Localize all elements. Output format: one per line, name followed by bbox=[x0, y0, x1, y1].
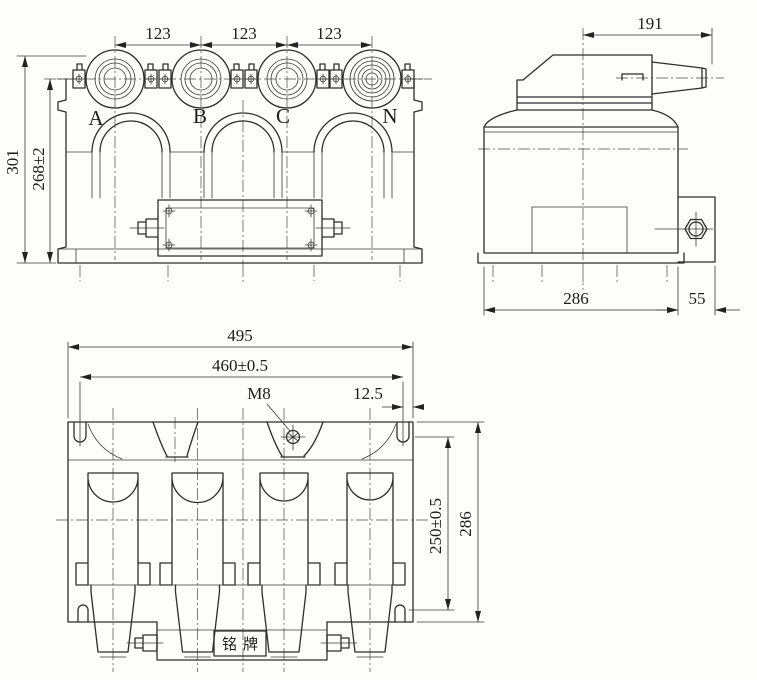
nameplate-text: 铭牌 bbox=[222, 636, 264, 653]
terminal-box-outline bbox=[137, 199, 343, 257]
bottom-center-lines bbox=[56, 408, 428, 672]
front-center-lines bbox=[44, 36, 432, 282]
terminal-box bbox=[129, 199, 351, 257]
front-arch-legs bbox=[65, 151, 415, 199]
front-body-outline bbox=[57, 78, 423, 264]
bottom-notches bbox=[77, 604, 406, 623]
bushing-b bbox=[158, 49, 244, 109]
phase-label-b: B bbox=[193, 104, 207, 128]
mounting-bracket bbox=[654, 196, 716, 263]
side-body-outline bbox=[477, 126, 685, 264]
bushing-n bbox=[329, 49, 415, 109]
bottom-side-tabs bbox=[75, 562, 406, 586]
thread-label: M8 bbox=[247, 384, 271, 403]
dim-mounting-span: 460±0.5 bbox=[212, 356, 268, 375]
dim-mounting-depth: 250±0.5 bbox=[426, 498, 445, 554]
dim-depth-overall: 286 bbox=[456, 511, 475, 537]
dim-spacing-ab: 123 bbox=[145, 24, 171, 43]
bottom-gland-left bbox=[134, 634, 158, 652]
bottom-view: 铭牌 495 460±0.5 M8 12.5 250±0.5 286 bbox=[56, 326, 485, 672]
front-view: A B C N 123 123 123 301 268±2 bbox=[3, 24, 432, 282]
front-arches bbox=[91, 112, 393, 153]
phase-label-a: A bbox=[88, 106, 104, 130]
dim-width-overall: 495 bbox=[227, 326, 253, 345]
bottom-gland-right bbox=[326, 634, 350, 652]
bottom-feet bbox=[90, 584, 393, 653]
front-dimensions: 123 123 123 301 268±2 bbox=[3, 24, 372, 264]
bottom-plate-outline bbox=[67, 421, 414, 623]
side-primary-bushing bbox=[651, 61, 707, 95]
bushing-c bbox=[244, 49, 330, 109]
dim-bushing-reach: 191 bbox=[637, 14, 663, 33]
side-center-lines bbox=[478, 28, 724, 290]
bottom-terminal-box: 铭牌 bbox=[126, 621, 358, 661]
dim-height-overall: 301 bbox=[3, 149, 22, 175]
bushing-a bbox=[72, 49, 158, 109]
terminal-box-screws bbox=[162, 204, 318, 252]
dim-bracket-width: 55 bbox=[689, 289, 706, 308]
side-body-details bbox=[483, 131, 679, 254]
side-head-outline bbox=[483, 54, 679, 128]
dim-spacing-bc: 123 bbox=[231, 24, 257, 43]
side-dimensions: 191 286 55 bbox=[483, 14, 740, 316]
front-base-lines bbox=[56, 78, 424, 264]
bottom-columns bbox=[87, 472, 394, 564]
dim-height-body: 268±2 bbox=[29, 147, 48, 190]
nameplate-box bbox=[213, 630, 267, 657]
phase-label-c: C bbox=[276, 104, 290, 128]
side-view: 191 286 55 bbox=[477, 14, 740, 316]
bottom-rib-funnels bbox=[152, 421, 324, 458]
terminal-box-inner bbox=[129, 207, 351, 249]
dim-spacing-cn: 123 bbox=[316, 24, 342, 43]
bottom-dimensions: 495 460±0.5 M8 12.5 250±0.5 286 bbox=[67, 326, 485, 623]
dim-body-depth: 286 bbox=[563, 289, 589, 308]
phase-label-n: N bbox=[382, 104, 397, 128]
bottom-plate-details bbox=[67, 381, 414, 461]
dim-slot-offset: 12.5 bbox=[353, 384, 383, 403]
m8-screw bbox=[280, 424, 306, 451]
